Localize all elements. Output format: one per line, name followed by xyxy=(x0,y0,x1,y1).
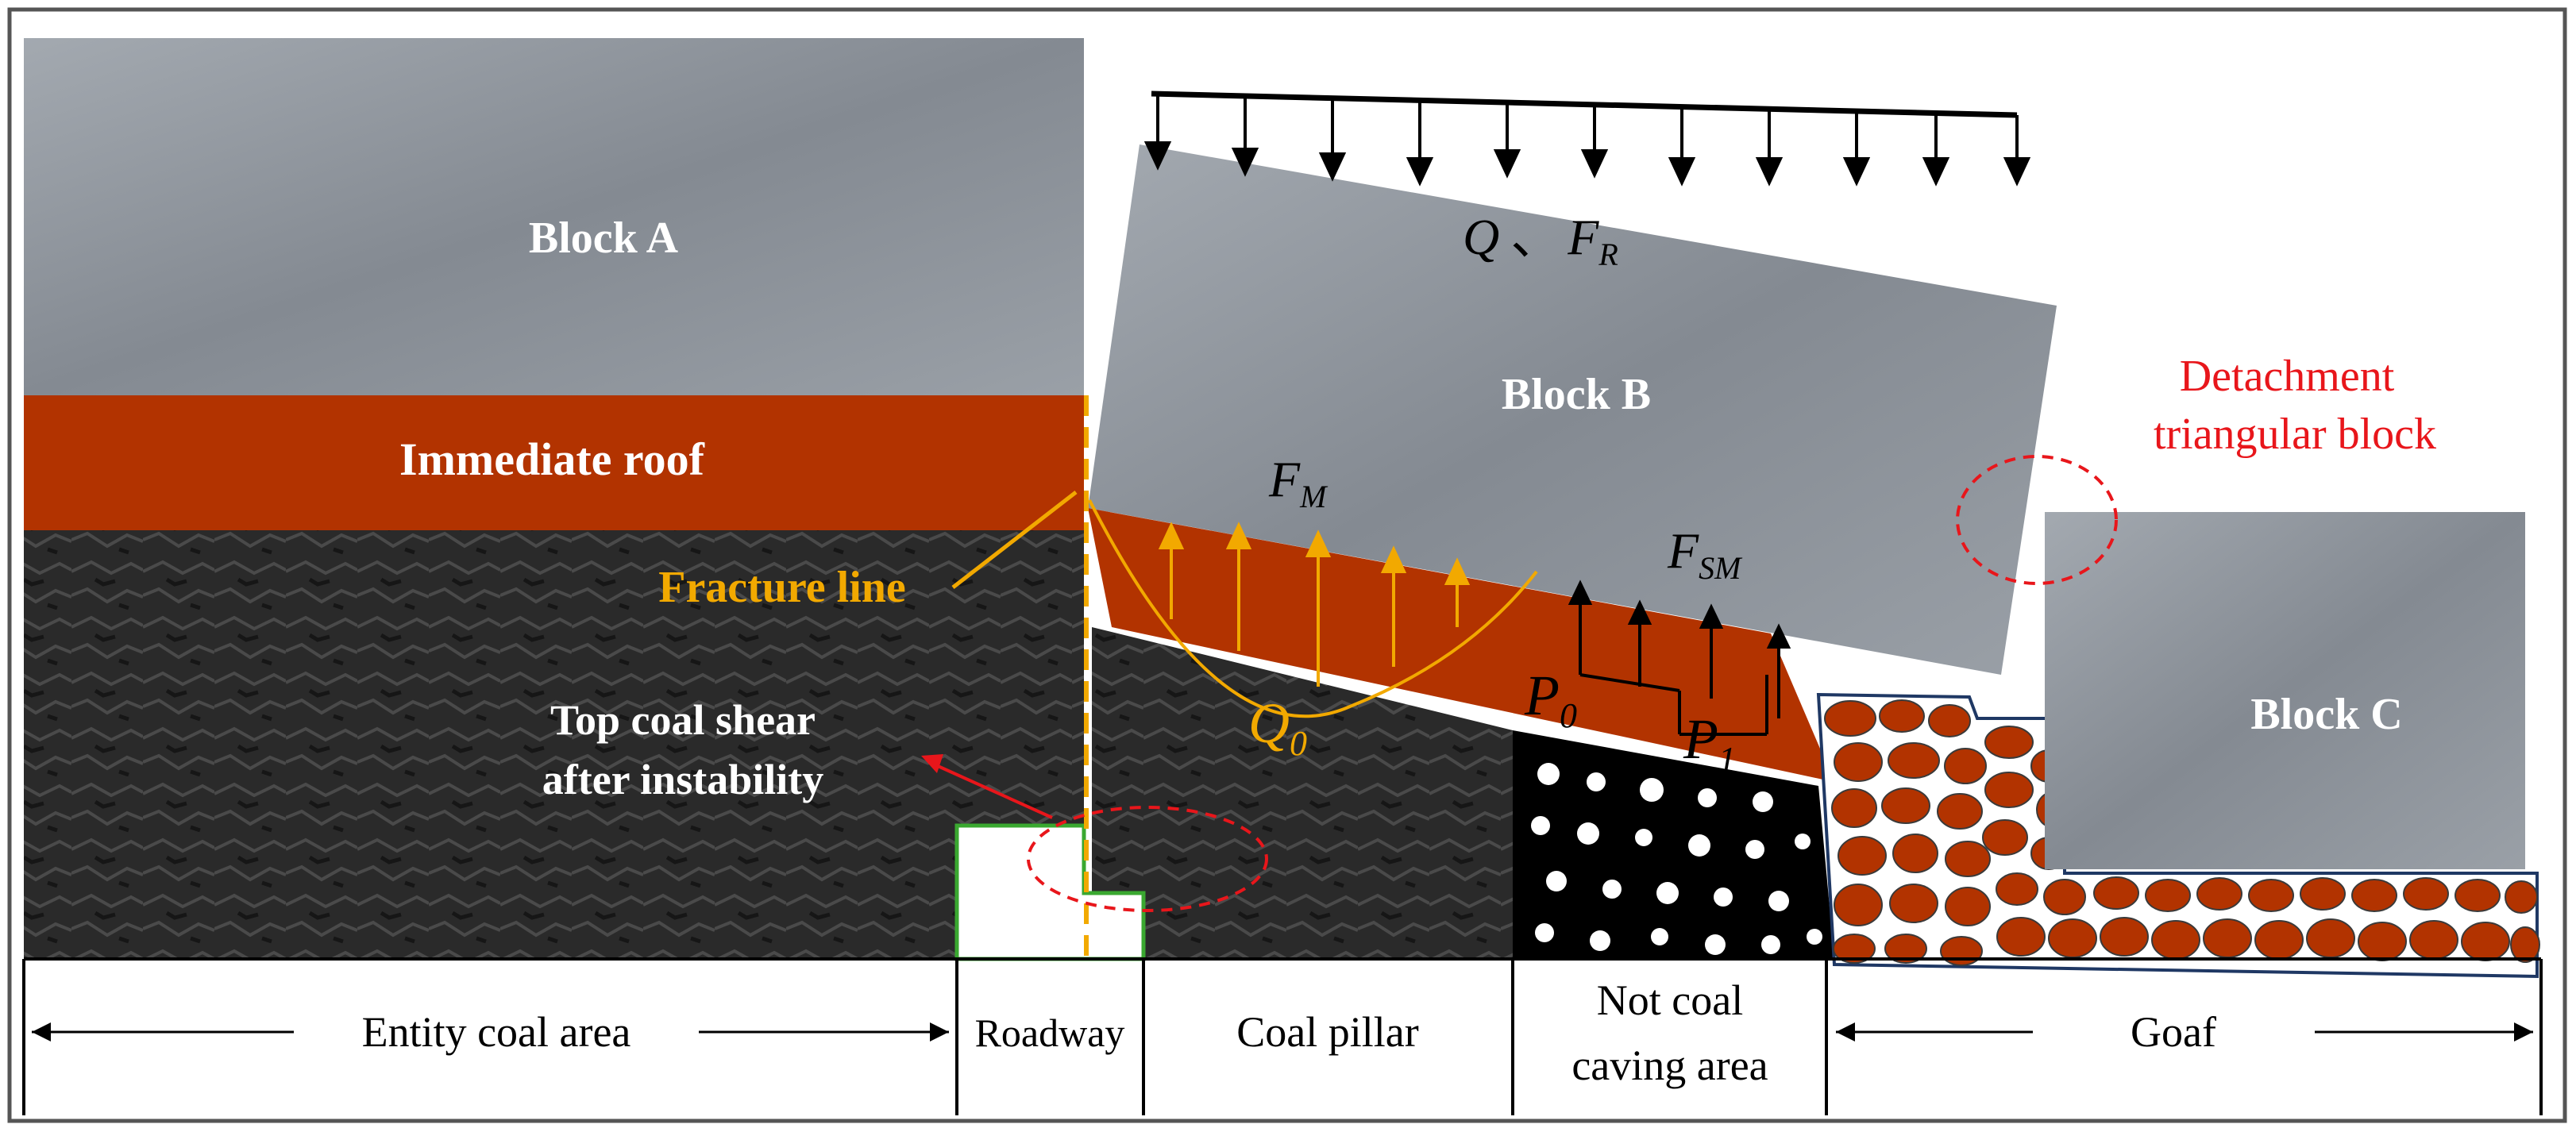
fm-symbol: F xyxy=(1268,451,1301,507)
block-a xyxy=(24,38,1084,395)
fsm-label: FSM xyxy=(1667,522,1743,586)
block-c xyxy=(2045,512,2525,869)
top-coal-label-1: Top coal shear xyxy=(550,696,816,744)
immediate-roof-left xyxy=(24,395,1084,530)
shear-ellipse xyxy=(1027,806,1268,912)
q0-label: Q0 xyxy=(1248,691,1307,763)
p1-label: P1 xyxy=(1683,707,1736,779)
zone-not-caving-1: Not coal xyxy=(1597,976,1743,1024)
block-a-label: Block A xyxy=(529,214,679,263)
q-label: Q、FR xyxy=(1463,209,1618,272)
q0-symbol: Q xyxy=(1248,691,1290,755)
fsm-symbol: F xyxy=(1667,522,1699,579)
shear-pointer xyxy=(928,760,1053,819)
immediate-roof-label: Immediate roof xyxy=(399,433,705,485)
outer-frame xyxy=(7,7,2567,1123)
block-b-label: Block B xyxy=(1502,370,1651,419)
q-separator: 、 xyxy=(1510,209,1561,265)
p0-symbol: P xyxy=(1524,664,1560,727)
fr-symbol: F xyxy=(1567,209,1599,265)
zone-goaf: Goaf xyxy=(2131,1008,2216,1056)
detachment-label-2: triangular block xyxy=(2154,410,2436,459)
fsm-subscript: SM xyxy=(1699,550,1743,586)
zone-roadway: Roadway xyxy=(975,1011,1125,1055)
detachment-ellipse xyxy=(1956,455,2118,585)
zone-entity-coal: Entity coal area xyxy=(362,1008,631,1056)
q0-subscript: 0 xyxy=(1290,724,1307,763)
block-b xyxy=(1088,144,2057,675)
distributed-load xyxy=(1143,90,2031,187)
zone-table xyxy=(22,957,2543,1115)
p-arrows xyxy=(1568,579,1791,736)
fm-label: FM xyxy=(1268,451,1328,514)
fm-arrows xyxy=(1158,522,1471,687)
zone-labels: Entity coal area Roadway Coal pillar Not… xyxy=(362,976,2216,1089)
fracture-line-label: Fracture line xyxy=(658,563,906,612)
fm-subscript: M xyxy=(1299,479,1328,514)
p1-symbol: P xyxy=(1683,707,1718,771)
top-coal-label-2: after instability xyxy=(542,756,823,803)
coal-pillar xyxy=(1092,627,1513,959)
goaf-rubble xyxy=(1824,699,2540,966)
fr-subscript: R xyxy=(1598,237,1618,272)
rubble-gaps xyxy=(1531,763,1822,955)
fracture-pointer xyxy=(951,491,1078,589)
coal-entity-area xyxy=(24,530,1084,959)
q0-distribution-curve xyxy=(1088,499,1538,718)
p0-label: P0 xyxy=(1524,664,1577,735)
detachment-label-1: Detachment xyxy=(2180,352,2395,401)
p1-subscript: 1 xyxy=(1718,740,1736,779)
zone-not-caving-2: caving area xyxy=(1571,1042,1768,1089)
block-c-label: Block C xyxy=(2250,690,2402,739)
force-labels: Q、FR FM FSM Q0 P0 P1 xyxy=(1248,209,1743,779)
q-symbol: Q xyxy=(1463,209,1499,265)
shear-pointer-head xyxy=(921,754,943,773)
zone-coal-pillar: Coal pillar xyxy=(1236,1008,1418,1056)
p0-subscript: 0 xyxy=(1560,696,1577,735)
